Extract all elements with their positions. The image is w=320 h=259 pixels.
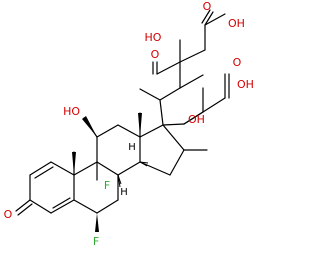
atom-label-c14-hydrogen: H	[120, 187, 128, 198]
atom-label-c11-hydroxyl: HO	[63, 105, 80, 118]
atom-label-c3-ketone: O	[4, 208, 13, 221]
atom-label-cooh-top-carbonyl: O	[203, 0, 212, 13]
atom-label-cooh-top-hydroxyl: OH	[228, 17, 245, 30]
atom-label-c17-hydroxyl: OH	[188, 113, 205, 126]
atom-label-side-hydroxyl: HO	[145, 31, 162, 44]
atom-label-c9-fluorine: F	[104, 179, 110, 192]
stereo-bonds	[72, 113, 149, 232]
atom-label-ketone-oxygen: O	[151, 48, 160, 61]
chemical-structure-diagram: O OH HO O OH O HO OH F F O H H	[4, 0, 254, 248]
atom-label-c8-hydrogen: H	[128, 142, 136, 153]
atom-label-cooh-right-carbonyl: O	[233, 56, 242, 69]
atom-label-c6-fluorine: F	[93, 235, 99, 248]
bond-skeleton	[15, 9, 230, 216]
atom-label-cooh-right-hydroxyl: OH	[237, 78, 254, 91]
